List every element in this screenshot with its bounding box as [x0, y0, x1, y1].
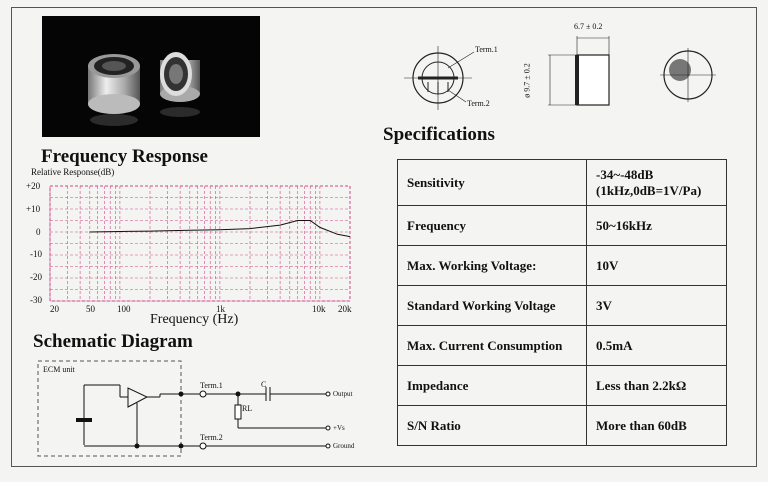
junction-dot [134, 443, 140, 449]
spec-value: 50~16kHz [586, 205, 727, 246]
spec-value: 3V [586, 285, 727, 326]
spec-value: More than 60dB [586, 405, 727, 446]
drawing-term2-label: Term.2 [467, 99, 490, 108]
diameter-dimension: ø 9.7 ± 0.2 [522, 63, 532, 98]
y-tick-label: +20 [26, 181, 41, 191]
spec-row: Sensitivity -34~-48dB (1kHz,0dB=1V/Pa) [397, 159, 727, 206]
x-tick-label: 20k [338, 304, 352, 314]
y-tick-label: -10 [30, 249, 42, 259]
spec-label: Max. Working Voltage: [397, 245, 587, 286]
output-terminal-icon [325, 391, 331, 397]
spec-value: 0.5mA [586, 325, 727, 366]
spec-row: Max. Current Consumption 0.5mA [397, 325, 727, 366]
ground-terminal-icon [325, 443, 331, 449]
x-tick-label: 10k [312, 304, 326, 314]
chart-xlabel: Frequency (Hz) [150, 312, 239, 327]
width-dimension: 6.7 ± 0.2 [574, 22, 603, 31]
x-tick-label: 50 [86, 304, 95, 314]
vs-label: +Vs [333, 424, 345, 432]
response-curve [89, 220, 351, 238]
spec-label: Sensitivity [397, 159, 587, 206]
page-frame [11, 7, 757, 467]
side-view-body [576, 54, 610, 106]
spec-label: Impedance [397, 365, 587, 406]
x-tick-label: 1k [216, 304, 225, 314]
spec-row: Impedance Less than 2.2kΩ [397, 365, 727, 406]
spec-label: Standard Working Voltage [397, 285, 587, 326]
microphone-image [42, 16, 260, 137]
spec-row: Frequency 50~16kHz [397, 205, 727, 246]
resistor-label: RL [242, 404, 253, 413]
spec-row: S/N Ratio More than 60dB [397, 405, 727, 446]
junction-dot [178, 443, 184, 449]
leader-line [447, 89, 467, 103]
y-tick-label: -20 [30, 272, 42, 282]
chart-plot-area [49, 185, 351, 302]
term1-label: Term.1 [200, 381, 223, 390]
back-view-mesh [669, 59, 691, 81]
product-photo [42, 16, 260, 137]
term2-label: Term.2 [200, 433, 223, 442]
leader-line [447, 51, 475, 69]
spec-row: Max. Working Voltage: 10V [397, 245, 727, 286]
mic-element-icon [76, 418, 92, 422]
side-view-face [575, 55, 579, 105]
ground-label: Ground [333, 442, 355, 450]
frequency-response-title: Frequency Response [41, 146, 208, 167]
spec-value: Less than 2.2kΩ [586, 365, 727, 406]
spec-label: Max. Current Consumption [397, 325, 587, 366]
specifications-table: Sensitivity -34~-48dB (1kHz,0dB=1V/Pa) F… [397, 159, 727, 446]
chart-ylabel: Relative Response(dB) [31, 167, 115, 177]
output-label: Output [333, 390, 353, 398]
spec-value-line: -34~-48dB [596, 166, 654, 182]
y-tick-label: 0 [36, 227, 41, 237]
spec-label: S/N Ratio [397, 405, 587, 446]
y-tick-label: +10 [26, 204, 41, 214]
spec-value: -34~-48dB (1kHz,0dB=1V/Pa) [586, 159, 727, 206]
capacitor-label: C [261, 380, 267, 389]
schematic-title: Schematic Diagram [33, 331, 193, 352]
vs-terminal-icon [325, 425, 331, 431]
junction-dot [178, 391, 184, 397]
drawing-term1-label: Term.1 [475, 45, 498, 54]
spec-label: Frequency [397, 205, 587, 246]
x-tick-label: 20 [50, 304, 59, 314]
spec-value: 10V [586, 245, 727, 286]
spec-row: Standard Working Voltage 3V [397, 285, 727, 326]
x-tick-label: 100 [117, 304, 131, 314]
ecm-unit-box [37, 360, 182, 457]
spec-value-line: (1kHz,0dB=1V/Pa) [596, 182, 702, 198]
y-tick-label: -30 [30, 295, 42, 305]
ecm-unit-label: ECM unit [43, 365, 75, 374]
specifications-title: Specifications [383, 124, 495, 145]
